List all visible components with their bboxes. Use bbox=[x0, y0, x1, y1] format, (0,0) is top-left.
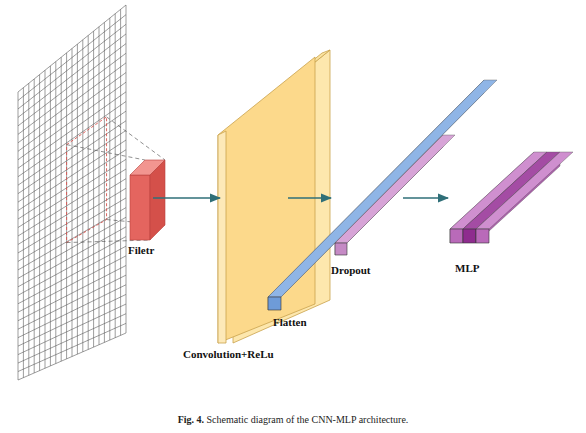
flatten-bar-cap bbox=[268, 297, 281, 310]
filter-label: Filetr bbox=[128, 244, 154, 257]
grid-line bbox=[18, 24, 126, 109]
flow-arrow bbox=[403, 197, 448, 199]
input-grid bbox=[18, 5, 126, 380]
mlp-bar-cap bbox=[476, 229, 489, 243]
filter-front bbox=[130, 175, 150, 240]
filter-side bbox=[150, 160, 165, 240]
grid-line bbox=[18, 140, 126, 211]
grid-line bbox=[18, 304, 126, 355]
grid-line bbox=[18, 159, 126, 227]
grid-line bbox=[18, 73, 126, 152]
mlp-bar-cap bbox=[463, 229, 476, 243]
caption-text: Schematic diagram of the CNN-MLP archite… bbox=[204, 414, 408, 425]
mlp-bar-top bbox=[476, 152, 573, 229]
projection-line bbox=[67, 240, 150, 243]
grid-line bbox=[18, 217, 126, 278]
dropout-bar-top bbox=[335, 135, 455, 243]
grid-line bbox=[18, 198, 126, 261]
conv-label: Convolution+ReLu bbox=[183, 348, 274, 361]
grid-line bbox=[18, 256, 126, 312]
figure-caption: Fig. 4. Schematic diagram of the CNN-MLP… bbox=[0, 414, 586, 426]
flatten-label: Flatten bbox=[273, 316, 307, 329]
flatten-bar-top bbox=[268, 80, 497, 297]
dropout-bar-cap bbox=[335, 243, 347, 255]
grid-line bbox=[18, 15, 126, 101]
projection-line bbox=[67, 145, 145, 160]
mlp-label: MLP bbox=[455, 262, 479, 275]
grid-line bbox=[18, 150, 126, 219]
grid-line bbox=[18, 101, 126, 176]
grid-line bbox=[18, 111, 126, 185]
grid-line bbox=[18, 314, 126, 363]
grid-line bbox=[18, 237, 126, 296]
grid-line bbox=[18, 208, 126, 270]
grid-line bbox=[18, 179, 126, 245]
conv-slab-edge bbox=[218, 131, 226, 343]
conv-slab-front bbox=[218, 57, 315, 343]
receptive-field bbox=[67, 117, 107, 243]
grid-line bbox=[18, 44, 126, 126]
grid-line bbox=[18, 121, 126, 194]
grid-line bbox=[18, 227, 126, 287]
grid-line bbox=[18, 246, 126, 304]
caption-number: Fig. 4. bbox=[178, 414, 204, 425]
grid-line bbox=[18, 188, 126, 253]
flow-arrow bbox=[288, 197, 331, 199]
grid-line bbox=[18, 34, 126, 117]
grid-line bbox=[18, 265, 126, 320]
mlp-bar-cap bbox=[450, 229, 463, 243]
grid-line bbox=[18, 63, 126, 143]
grid-line bbox=[18, 5, 126, 92]
grid-line bbox=[18, 323, 126, 371]
grid-line bbox=[18, 285, 126, 338]
grid-line bbox=[18, 169, 126, 236]
projection-line bbox=[107, 117, 165, 160]
flow-arrow bbox=[153, 197, 220, 199]
grid-line bbox=[18, 92, 126, 168]
dropout-label: Dropout bbox=[331, 264, 371, 277]
mlp-bar-top bbox=[463, 152, 560, 229]
grid-line bbox=[18, 333, 126, 380]
